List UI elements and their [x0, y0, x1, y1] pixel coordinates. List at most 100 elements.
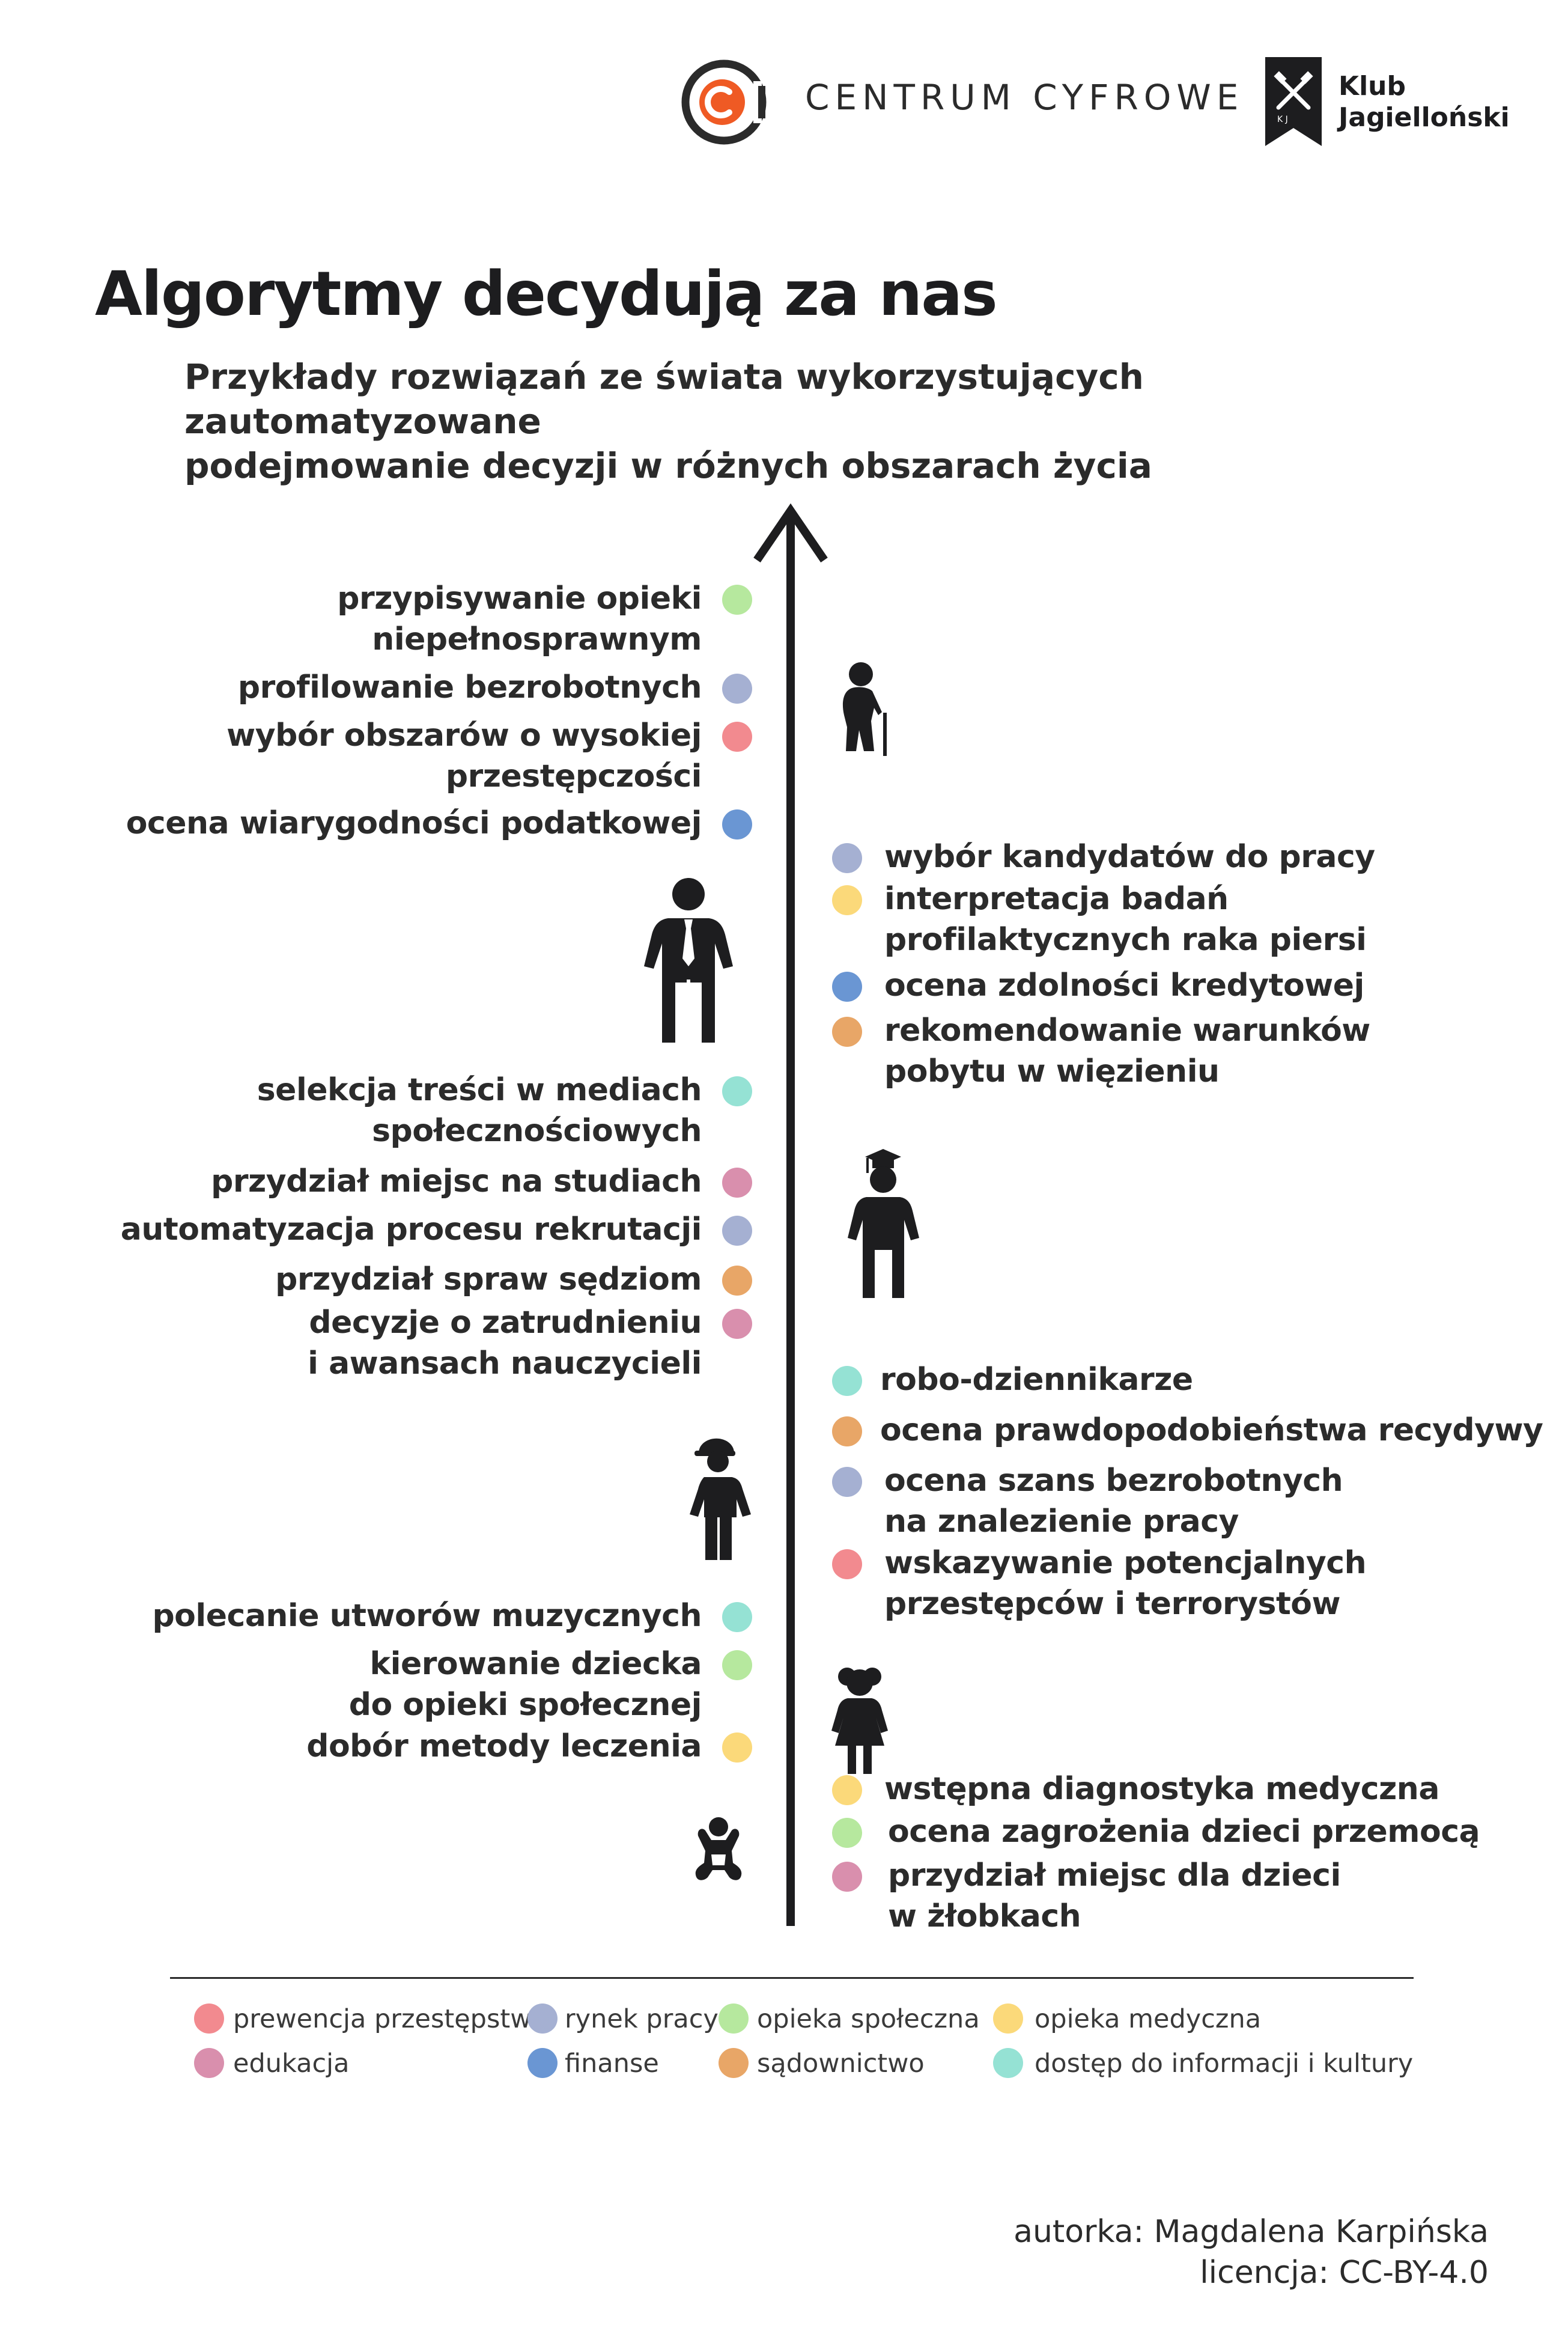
- category-dot-dostep-info: [722, 1602, 752, 1632]
- legend-dot-opieka-medyczna: [993, 2003, 1023, 2034]
- item-text: wybór kandydatów do pracy: [884, 839, 1375, 875]
- item-text: przydział miejsc dla dzieci: [888, 1857, 1341, 1894]
- category-dot-rynek-pracy: [832, 1467, 862, 1497]
- item-text: automatyzacja procesu rekrutacji: [120, 1211, 702, 1248]
- left-item-9: polecanie utworów muzycznych: [152, 1595, 702, 1636]
- item-text: wybór obszarów o wysokiej: [226, 718, 702, 754]
- category-dot-dostep-info: [722, 1076, 752, 1106]
- right-item-4: robo-dziennikarze: [880, 1359, 1193, 1400]
- item-text: decyzje o zatrudnieniu: [309, 1305, 702, 1341]
- category-dot-opieka-spoleczna: [722, 585, 752, 615]
- klub-jagiellonski-wordmark: Klub Jagielloński: [1339, 71, 1510, 133]
- item-text: niepełnosprawnym: [372, 621, 702, 657]
- category-dot-prewencja: [722, 722, 752, 752]
- right-item-5: ocena prawdopodobieństwa recydywy: [880, 1410, 1543, 1451]
- legend-label-sadownictwo: sądownictwo: [757, 2049, 925, 2079]
- left-item-1: profilowanie bezrobotnych: [238, 667, 702, 708]
- item-text: ocena szans bezrobotnych: [884, 1463, 1343, 1499]
- item-text: ocena zdolności kredytowej: [884, 967, 1364, 1004]
- right-item-3: rekomendowanie warunków pobytu w więzien…: [884, 1010, 1370, 1092]
- item-text: społecznościowych: [372, 1113, 702, 1149]
- category-dot-sadownictwo: [722, 1266, 752, 1296]
- category-dot-sadownictwo: [832, 1017, 862, 1047]
- subtitle-line-1: Przykłady rozwiązań ze świata wykorzystu…: [184, 356, 1144, 442]
- legend-divider: [170, 1977, 1414, 1979]
- item-text: wskazywanie potencjalnych: [884, 1545, 1367, 1581]
- legend-dot-finanse: [527, 2048, 558, 2078]
- right-item-9: ocena zagrożenia dzieci przemocą: [888, 1811, 1480, 1852]
- item-text: w żłobkach: [888, 1898, 1081, 1934]
- category-dot-rynek-pracy: [722, 674, 752, 704]
- left-item-0: przypisywanie opieki niepełnosprawnym: [337, 578, 702, 660]
- timeline-arrow: [753, 503, 828, 1926]
- legend-dot-sadownictwo: [719, 2048, 749, 2078]
- category-dot-rynek-pracy: [722, 1216, 752, 1246]
- page-subtitle: Przykłady rozwiązań ze świata wykorzystu…: [184, 355, 1356, 488]
- item-text: przestępców i terrorystów: [884, 1586, 1341, 1622]
- left-item-10: kierowanie dziecka do opieki społecznej: [349, 1644, 702, 1725]
- right-item-1: interpretacja badań profilaktycznych rak…: [884, 879, 1367, 960]
- subtitle-line-2: podejmowanie decyzji w różnych obszarach…: [184, 445, 1152, 486]
- legend-label-prewencja: prewencja przestępstw: [233, 2004, 532, 2034]
- right-item-2: ocena zdolności kredytowej: [884, 965, 1364, 1006]
- category-dot-opieka-spoleczna: [832, 1818, 862, 1848]
- left-item-3: ocena wiarygodności podatkowej: [126, 803, 702, 844]
- adult-man-icon: [644, 878, 733, 1043]
- category-dot-edukacja: [832, 1862, 862, 1892]
- legend-label-opieka-medyczna: opieka medyczna: [1035, 2004, 1262, 2034]
- item-text: i awansach nauczycieli: [308, 1345, 702, 1382]
- graduate-student-icon: [848, 1149, 919, 1298]
- legend-label-opieka-spoleczna: opieka społeczna: [757, 2004, 980, 2034]
- legend-dot-dostep-info: [993, 2048, 1023, 2078]
- category-dot-prewencja: [832, 1549, 862, 1579]
- item-text: do opieki społecznej: [348, 1687, 702, 1723]
- left-item-8: decyzje o zatrudnieniu i awansach nauczy…: [308, 1302, 702, 1384]
- item-text: przypisywanie opieki: [337, 580, 702, 617]
- baby-icon: [695, 1817, 742, 1880]
- category-dot-opieka-medyczna: [722, 1732, 752, 1763]
- right-item-7: wskazywanie potencjalnych przestępców i …: [884, 1543, 1367, 1624]
- item-text: profilaktycznych raka piersi: [884, 922, 1367, 958]
- legend-dot-prewencja: [194, 2003, 224, 2034]
- item-text: selekcja treści w mediach: [257, 1072, 702, 1108]
- right-item-10: przydział miejsc dla dzieci w żłobkach: [888, 1855, 1341, 1937]
- item-text: interpretacja badań: [884, 881, 1229, 917]
- centrum-cyfrowe-wordmark: CENTRUM CYFROWE: [805, 77, 1244, 118]
- right-item-6: ocena szans bezrobotnych na znalezienie …: [884, 1460, 1343, 1542]
- legend-label-dostep-info: dostęp do informacji i kultury: [1035, 2049, 1414, 2079]
- item-text: profilowanie bezrobotnych: [237, 669, 702, 705]
- right-item-8: wstępna diagnostyka medyczna: [884, 1769, 1439, 1809]
- legend-label-finanse: finanse: [565, 2049, 659, 2079]
- item-text: na znalezienie pracy: [884, 1504, 1239, 1540]
- centrum-cyfrowe-logo-icon: [681, 59, 767, 145]
- left-item-6: automatyzacja procesu rekrutacji: [121, 1209, 702, 1250]
- item-text: kierowanie dziecka: [369, 1646, 702, 1682]
- category-dot-edukacja: [722, 1309, 752, 1339]
- category-dot-rynek-pracy: [832, 843, 862, 873]
- item-text: wstępna diagnostyka medyczna: [884, 1771, 1439, 1807]
- klub-line: Klub: [1339, 71, 1406, 102]
- legend-label-rynek-pracy: rynek pracy: [565, 2004, 719, 2034]
- category-dot-dostep-info: [832, 1366, 862, 1396]
- item-text: przydział spraw sędziom: [275, 1261, 702, 1297]
- legend-dot-edukacja: [194, 2048, 224, 2078]
- item-text: ocena wiarygodności podatkowej: [126, 805, 702, 841]
- credits: autorka: Magdalena Karpińska licencja: C…: [1013, 2211, 1489, 2293]
- category-dot-opieka-medyczna: [832, 1775, 862, 1805]
- left-item-4: selekcja treści w mediach społecznościow…: [257, 1070, 702, 1151]
- category-dot-opieka-medyczna: [832, 885, 862, 915]
- category-dot-opieka-spoleczna: [722, 1650, 752, 1680]
- legend-label-edukacja: edukacja: [233, 2049, 350, 2079]
- left-item-5: przydział miejsc na studiach: [211, 1161, 702, 1202]
- girl-with-pigtails-icon: [831, 1668, 888, 1774]
- category-dot-sadownictwo: [832, 1416, 862, 1446]
- item-text: ocena zagrożenia dzieci przemocą: [888, 1814, 1480, 1850]
- left-item-2: wybór obszarów o wysokiej przestępczości: [226, 715, 702, 797]
- klub-jagiellonski-emblem-icon: K J: [1265, 57, 1322, 146]
- item-text: przydział miejsc na studiach: [211, 1163, 702, 1199]
- item-text: robo-dziennikarze: [880, 1362, 1193, 1398]
- legend-dot-rynek-pracy: [527, 2003, 558, 2034]
- category-dot-finanse: [832, 972, 862, 1002]
- item-text: ocena prawdopodobieństwa recydywy: [880, 1412, 1543, 1448]
- elderly-person-icon: [842, 662, 887, 756]
